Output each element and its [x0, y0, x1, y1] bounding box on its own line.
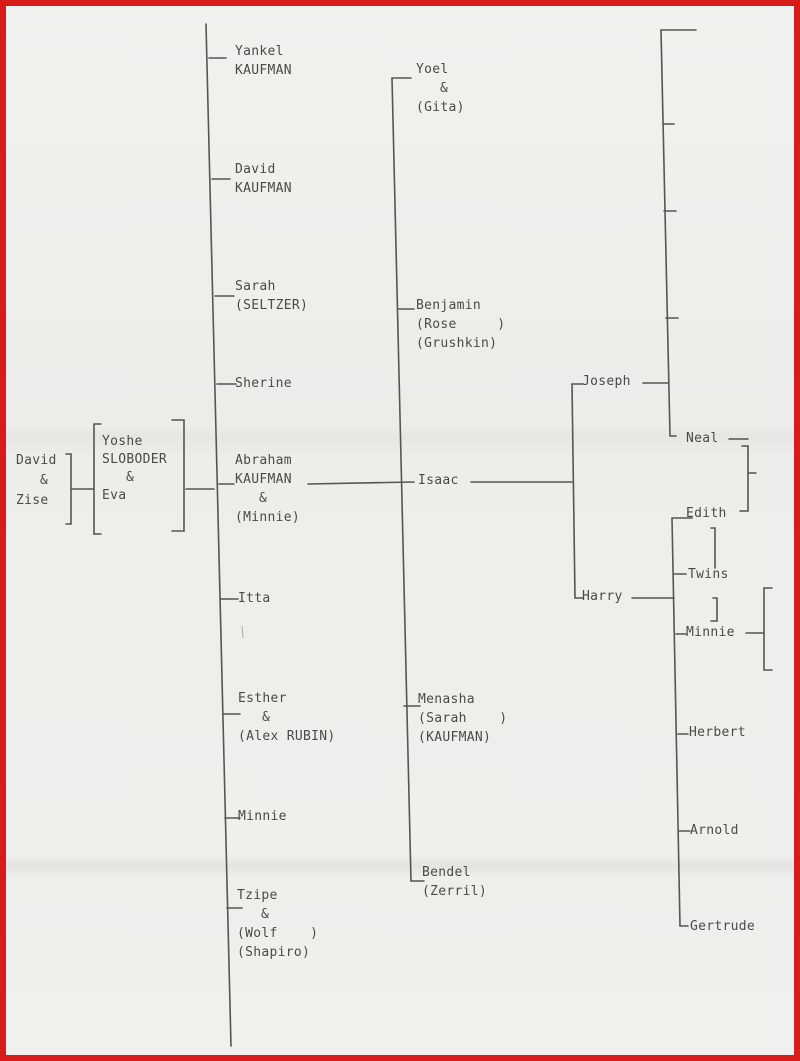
bracket-joseph-children	[660, 29, 697, 437]
person-bendel-line-1: Bendel	[422, 865, 471, 880]
trunk-generation-1	[205, 23, 232, 1047]
bracket-neal-edith	[739, 445, 749, 512]
bracket-generation-2	[391, 77, 425, 882]
person-twins-line-1: Twins	[688, 567, 729, 582]
person-yoel-line-1: Yoel	[416, 62, 449, 77]
person-benjamin-line-2: (Rose )	[416, 317, 506, 332]
grandparents-david-zise-line-1: David	[16, 453, 57, 468]
parents-yoshe-eva-line-3: &	[126, 470, 135, 485]
person-benjamin-line-3: (Grushkin)	[416, 336, 498, 351]
person-sarah-line-2: (SELTZER)	[235, 298, 309, 313]
person-benjamin-line-1: Benjamin	[416, 298, 482, 313]
bracket-minnie	[763, 587, 773, 671]
person-esther-line-3: (Alex RUBIN)	[238, 729, 336, 744]
person-david-line-1: David	[235, 162, 276, 177]
bracket-harry-children	[671, 517, 693, 927]
person-sherine-line-1: Sherine	[235, 376, 292, 391]
bracket-parents-right	[171, 419, 185, 532]
grandparents-david-zise-line-2: &	[40, 473, 49, 488]
person-gertrude-line-1: Gertrude	[690, 919, 756, 934]
person-minnie2-line-1: Minnie	[686, 625, 735, 640]
link-abraham-isaac	[307, 481, 415, 485]
person-bendel-line-2: (Zerril)	[422, 884, 488, 899]
person-yoel-line-2: &	[440, 81, 449, 96]
parents-yoshe-eva-line-1: Yoshe	[102, 434, 143, 449]
person-tzipe-line-4: (Shapiro)	[237, 945, 311, 960]
person-minnie-line-1: Minnie	[238, 809, 287, 824]
person-david-line-2: KAUFMAN	[235, 181, 292, 196]
grandparents-david-zise-line-3: Zise	[16, 493, 49, 508]
person-joseph-line-1: Joseph	[582, 374, 631, 389]
person-abraham-line-3: &	[259, 491, 268, 506]
person-esther-line-1: Esther	[238, 691, 287, 706]
person-tzipe-line-2: &	[261, 907, 270, 922]
person-abraham-line-4: (Minnie)	[235, 510, 301, 525]
person-abraham-line-2: KAUFMAN	[235, 472, 292, 487]
bracket-parents-left	[93, 423, 102, 535]
bracket-twins	[710, 527, 716, 569]
person-yankel-line-2: KAUFMAN	[235, 63, 292, 78]
person-sarah-line-1: Sarah	[235, 279, 276, 294]
person-yoel-line-3: (Gita)	[416, 100, 465, 115]
person-tzipe-line-3: (Wolf )	[237, 926, 319, 941]
person-menasha-line-3: (KAUFMAN)	[418, 730, 492, 745]
person-herbert-line-1: Herbert	[689, 725, 746, 740]
person-itta-line-1: Itta	[238, 591, 271, 606]
person-menasha-line-1: Menasha	[418, 692, 475, 707]
person-yankel-line-1: Yankel	[235, 44, 284, 59]
person-tzipe-line-1: Tzipe	[237, 888, 278, 903]
person-isaac-line-1: Isaac	[418, 473, 459, 488]
parents-yoshe-eva-line-2: SLOBODER	[102, 452, 168, 467]
person-neal-line-1: Neal	[686, 431, 719, 446]
bracket-generation-3	[571, 383, 584, 599]
person-esther-line-2: &	[262, 710, 271, 725]
person-abraham-line-1: Abraham	[235, 453, 292, 468]
tree-connector-lines	[65, 23, 773, 1047]
person-arnold-line-1: Arnold	[690, 823, 739, 838]
person-menasha-line-2: (Sarah )	[418, 711, 508, 726]
person-harry-line-1: Harry	[582, 589, 623, 604]
parents-yoshe-eva-line-4: Eva	[102, 488, 127, 503]
person-edith-line-1: Edith	[686, 506, 727, 521]
